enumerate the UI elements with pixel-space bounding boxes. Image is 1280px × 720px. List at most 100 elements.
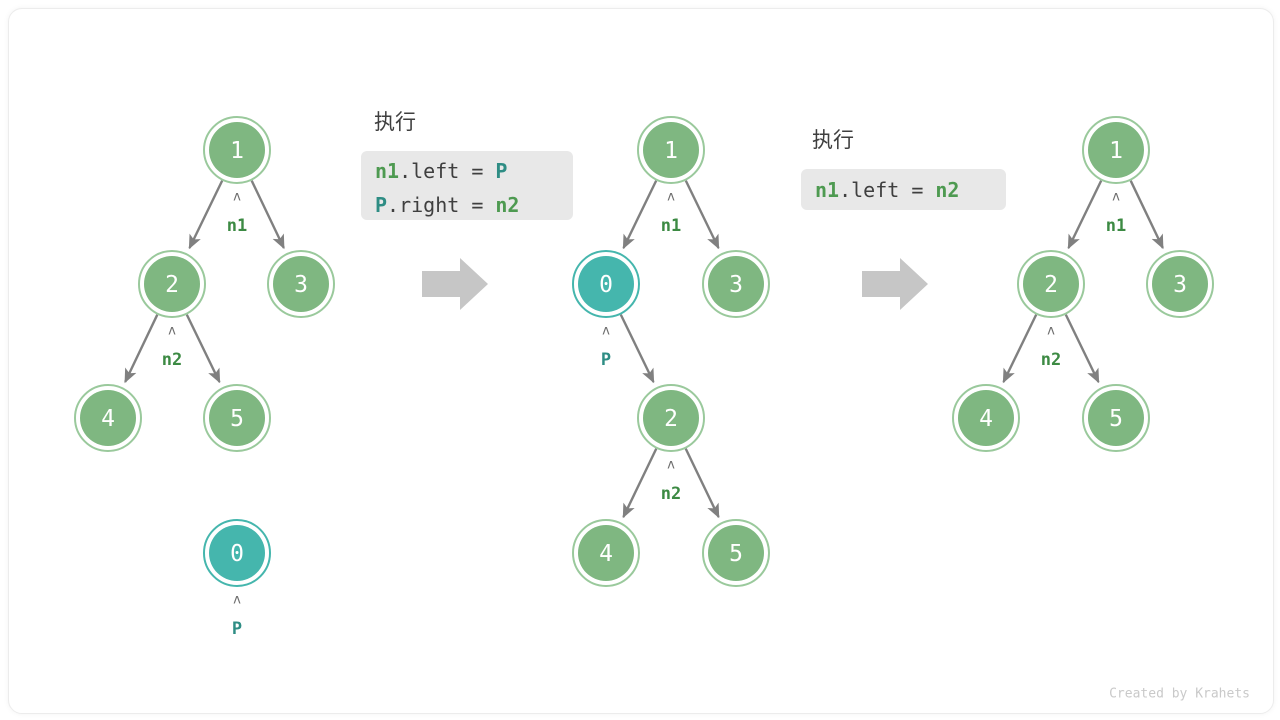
tree-edge: [622, 180, 658, 250]
node-outer-ring: [203, 519, 271, 587]
tree-node-2[interactable]: 2: [637, 384, 705, 452]
exec-label: 执行: [374, 110, 416, 134]
pointer-caret-icon: ʌ: [233, 190, 241, 205]
node-outer-ring: [203, 384, 271, 452]
tree-edge: [1067, 180, 1103, 250]
tree-node-2[interactable]: 2: [1017, 250, 1085, 318]
tree-edges-layer: [124, 180, 1164, 519]
tree-node-4[interactable]: 4: [74, 384, 142, 452]
code-token: =: [911, 178, 923, 202]
pointer-label-n2: n2: [1041, 350, 1061, 370]
step-2: 执行 n1.left = n2: [801, 128, 1006, 310]
node-value: 3: [294, 272, 308, 298]
pointer-caret-icon: ʌ: [168, 324, 176, 339]
node-outer-ring: [138, 250, 206, 318]
node-value: 1: [230, 138, 244, 164]
pointer-caret-icon: ʌ: [667, 190, 675, 205]
code-token: n2: [495, 193, 519, 217]
code-token: .left: [839, 178, 899, 202]
node-circle: [643, 390, 699, 446]
tree-node-4[interactable]: 4: [952, 384, 1020, 452]
tree-node-2[interactable]: 2: [138, 250, 206, 318]
node-circle: [209, 390, 265, 446]
code-box: [801, 169, 1006, 210]
node-circle: [708, 256, 764, 312]
node-circle: [578, 525, 634, 581]
code-token: n2: [935, 178, 959, 202]
node-circle: [708, 525, 764, 581]
node-outer-ring: [1017, 250, 1085, 318]
pointer-label-n1: n1: [227, 216, 247, 236]
tree-node-0[interactable]: 0: [203, 519, 271, 587]
node-outer-ring: [702, 250, 770, 318]
pointer-caret-icon: ʌ: [1112, 190, 1120, 205]
code-token: n1: [375, 159, 399, 183]
tree-edge: [1002, 314, 1038, 384]
tree-edge: [1064, 314, 1100, 384]
tree-node-5[interactable]: 5: [702, 519, 770, 587]
tree-node-1[interactable]: 1: [203, 116, 271, 184]
tree-edge: [1129, 180, 1164, 250]
node-circle: [80, 390, 136, 446]
code-line: n1.left = n2: [815, 178, 959, 202]
node-value: 5: [1109, 406, 1123, 432]
credit-text: Created by Krahets: [1109, 687, 1250, 702]
node-outer-ring: [572, 519, 640, 587]
code-token: .right: [387, 193, 459, 217]
node-outer-ring: [203, 116, 271, 184]
node-outer-ring: [572, 250, 640, 318]
tree-node-0[interactable]: 0: [572, 250, 640, 318]
node-outer-ring: [74, 384, 142, 452]
exec-label: 执行: [812, 128, 854, 152]
node-circle: [643, 122, 699, 178]
node-value: 3: [729, 272, 743, 298]
code-token: n1: [815, 178, 839, 202]
tree-node-5[interactable]: 5: [203, 384, 271, 452]
tree-node-4[interactable]: 4: [572, 519, 640, 587]
node-outer-ring: [952, 384, 1020, 452]
tree-edge: [250, 180, 285, 250]
node-outer-ring: [637, 116, 705, 184]
pointer-label-P: P: [232, 619, 242, 639]
pointer-label-P: P: [601, 350, 611, 370]
code-token: P: [495, 159, 507, 183]
node-value: 2: [1044, 272, 1058, 298]
code-line: P.right = n2: [375, 193, 519, 217]
node-outer-ring: [1146, 250, 1214, 318]
tree-edge: [185, 314, 221, 384]
node-circle: [209, 525, 265, 581]
tree-node-3[interactable]: 3: [702, 250, 770, 318]
node-outer-ring: [1082, 116, 1150, 184]
pointer-caret-icon: ʌ: [602, 324, 610, 339]
tree-edge: [619, 314, 655, 384]
pointer-caret-icon: ʌ: [233, 593, 241, 608]
node-circle: [1152, 256, 1208, 312]
code-token: =: [471, 193, 483, 217]
tree-node-5[interactable]: 5: [1082, 384, 1150, 452]
tree-edge: [124, 314, 159, 384]
node-circle: [209, 122, 265, 178]
node-circle: [1088, 122, 1144, 178]
tree-node-3[interactable]: 3: [1146, 250, 1214, 318]
tree-edge: [684, 448, 720, 519]
node-value: 3: [1173, 272, 1187, 298]
pointer-label-n2: n2: [162, 350, 182, 370]
node-circle: [144, 256, 200, 312]
node-value: 1: [1109, 138, 1123, 164]
node-value: 0: [599, 272, 613, 298]
tree-node-1[interactable]: 1: [1082, 116, 1150, 184]
tree-node-1[interactable]: 1: [637, 116, 705, 184]
node-outer-ring: [702, 519, 770, 587]
tree-node-3[interactable]: 3: [267, 250, 335, 318]
step-transition-arrow-icon: [422, 258, 488, 310]
node-outer-ring: [267, 250, 335, 318]
tree-edge: [188, 180, 224, 250]
